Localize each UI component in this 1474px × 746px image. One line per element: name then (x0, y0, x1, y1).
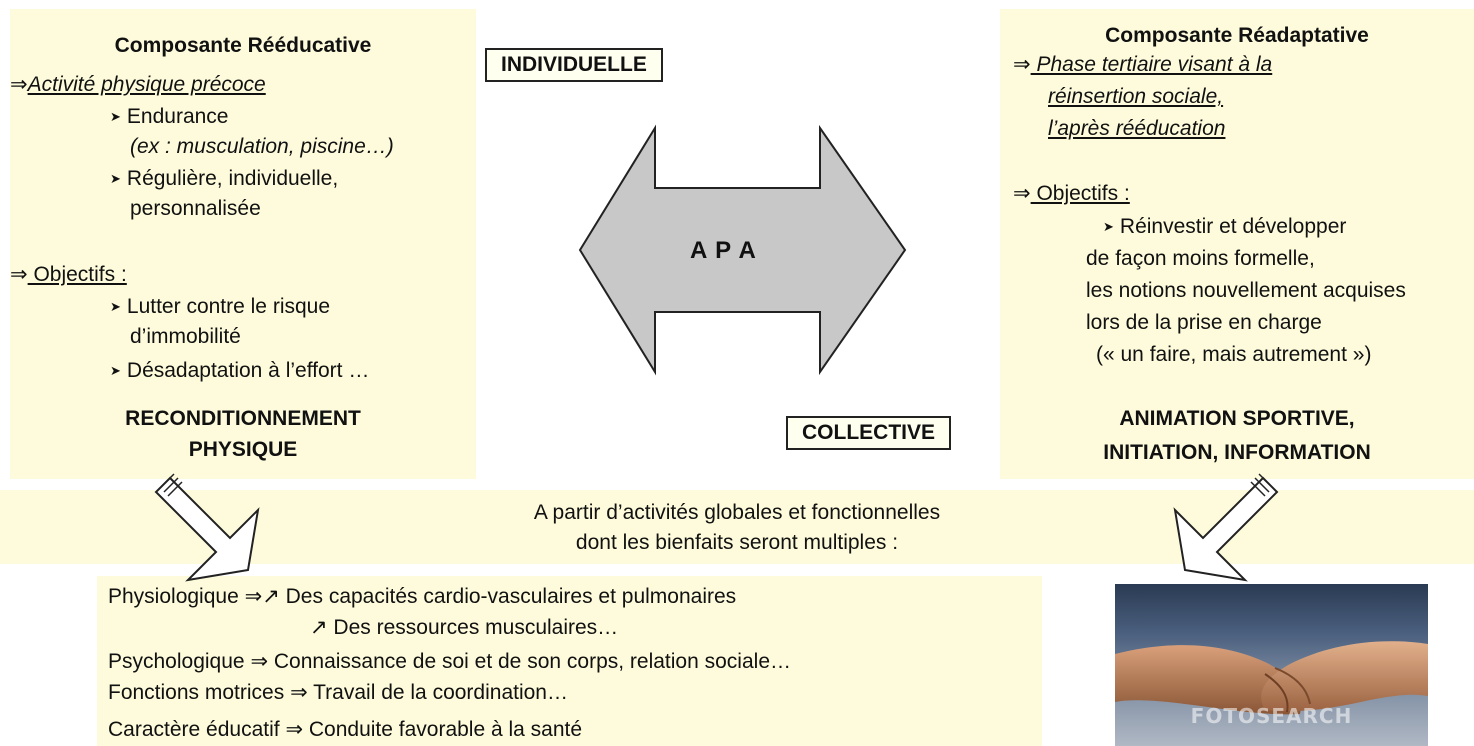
triangle-bullet-icon: ➤ (110, 171, 121, 186)
apa-double-arrow (578, 124, 907, 376)
apa-label: A P A (690, 237, 757, 264)
left-item1-label: Activité physique précoce (27, 73, 266, 96)
left-conclusion-line2: PHYSIQUE (188, 438, 298, 461)
implies-arrow-icon: ⇒ (1013, 182, 1031, 205)
left-conclusion-line1: RECONDITIONNEMENT (125, 407, 361, 430)
right-conclusion-line1: ANIMATION SPORTIVE, (1119, 407, 1355, 430)
photo-watermark: FOTOSEARCH (1190, 704, 1353, 728)
right-obj-line2: de façon moins formelle, (1086, 247, 1315, 270)
benefit-text: ⇒ Connaissance de soi et de son corps, r… (250, 650, 791, 673)
right-down-arrow-icon (1173, 473, 1279, 582)
benefit-text: ⇒↗ Des capacités cardio-vasculaires et p… (244, 585, 737, 608)
right-objectifs: ⇒ Objectifs : (1013, 181, 1130, 207)
right-obj-line5: (« un faire, mais autrement ») (1096, 343, 1372, 366)
left-objectifs-label: Objectifs : (27, 263, 127, 286)
handshake-icon (1115, 641, 1428, 715)
right-obj-line1-text: Réinvestir et développer (1119, 215, 1347, 238)
handshake-photo: FOTOSEARCH (1115, 584, 1428, 746)
right-conclusion-line2: INITIATION, INFORMATION (1103, 441, 1371, 464)
left-obj2: ➤ Désadaptation à l’effort … (110, 358, 369, 386)
right-obj-line4: lors de la prise en charge (1086, 311, 1322, 334)
left-obj2-text: Désadaptation à l’effort … (126, 359, 370, 382)
benefit-category: Psychologique (108, 650, 245, 673)
left-bullet2: ➤ Régulière, individuelle, (110, 166, 338, 194)
right-panel (1000, 9, 1474, 479)
right-phase-line3: l’après rééducation (1048, 117, 1226, 140)
right-objectifs-label: Objectifs : (1030, 182, 1130, 205)
right-panel-title: Composante Réadaptative (1105, 24, 1369, 47)
collective-label: COLLECTIVE (786, 416, 952, 450)
benefit-category: Physiologique (108, 585, 239, 608)
right-obj-line3: les notions nouvellement acquises (1086, 279, 1406, 302)
benefit-row-muscular: ↗ Des ressources musculaires… (310, 616, 619, 639)
left-bullet1-text: Endurance (126, 105, 229, 128)
right-phase-line1: Phase tertiaire visant à la (1030, 53, 1273, 76)
left-obj1: ➤ Lutter contre le risque (110, 294, 330, 322)
right-phase-line2: réinsertion sociale, (1048, 85, 1224, 108)
left-bullet2-line2: personnalisée (130, 197, 261, 220)
left-bullet1: ➤ Endurance (110, 104, 228, 132)
middle-band-line1: A partir d’activités globales et fonctio… (533, 501, 941, 524)
benefit-category: Fonctions motrices (108, 681, 285, 704)
implies-arrow-icon: ⇒ (1013, 53, 1031, 76)
middle-band-line2: dont les bienfaits seront multiples : (575, 531, 899, 554)
triangle-bullet-icon: ➤ (110, 363, 121, 378)
triangle-bullet-icon: ➤ (110, 299, 121, 314)
triangle-bullet-icon: ➤ (110, 109, 121, 124)
benefit-row-fonctions: Fonctions motrices ⇒ Travail de la coord… (108, 680, 568, 706)
left-down-arrow-icon (154, 473, 260, 582)
triangle-bullet-icon: ➤ (1103, 219, 1114, 234)
left-bullet1-example: (ex : musculation, piscine…) (130, 135, 394, 158)
left-obj1-line2: d’immobilité (130, 325, 241, 348)
left-objectifs: ⇒ Objectifs : (10, 262, 127, 288)
implies-arrow-icon: ⇒ (10, 263, 28, 286)
benefit-text: ⇒ Conduite favorable à la santé (285, 718, 583, 741)
right-phase: ⇒ Phase tertiaire visant à la (1013, 52, 1272, 78)
left-panel (10, 9, 476, 479)
benefit-text: ⇒ Travail de la coordination… (290, 681, 568, 704)
right-obj-line1: ➤ Réinvestir et développer (1103, 214, 1346, 242)
benefit-category: Caractère éducatif (108, 718, 280, 741)
benefit-row-physiologique: Physiologique ⇒↗ Des capacités cardio-va… (108, 584, 736, 610)
implies-arrow-icon: ⇒ (10, 73, 28, 96)
left-item1: ⇒Activité physique précoce (10, 72, 266, 98)
benefit-row-psychologique: Psychologique ⇒ Connaissance de soi et d… (108, 649, 791, 675)
individuelle-label: INDIVIDUELLE (485, 48, 663, 82)
left-bullet2-text: Régulière, individuelle, (126, 167, 339, 190)
left-panel-title: Composante Rééducative (114, 34, 372, 57)
benefit-row-educatif: Caractère éducatif ⇒ Conduite favorable … (108, 717, 582, 743)
benefits-panel (97, 576, 1042, 746)
left-obj1-text: Lutter contre le risque (126, 295, 331, 318)
